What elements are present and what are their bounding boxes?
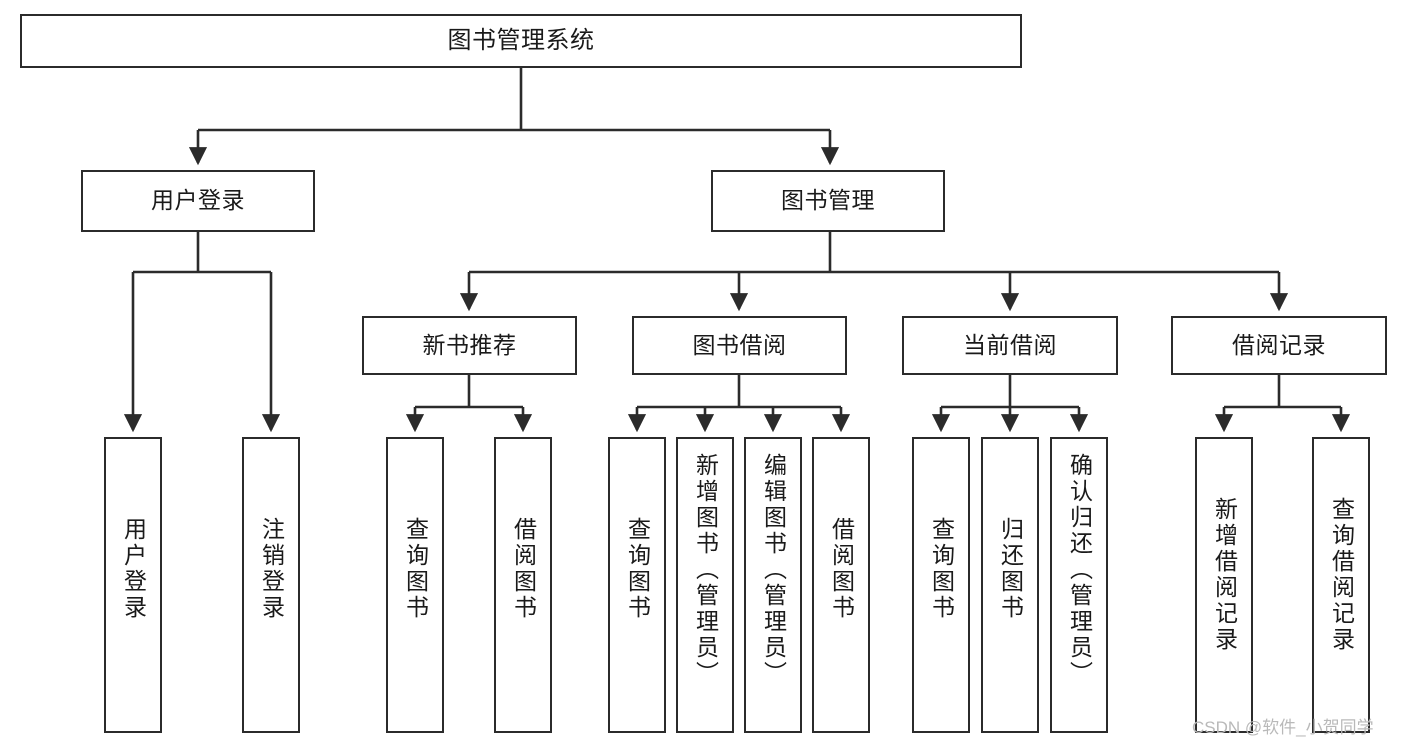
node-book-borrow[interactable]: 图书借阅 <box>632 316 847 375</box>
node-label: 借阅图书 <box>828 517 855 621</box>
node-label: 查询图书 <box>928 517 955 621</box>
node-label: 注销登录 <box>258 517 285 621</box>
node-label: 图书管理系统 <box>447 26 595 54</box>
node-new-book-recommend[interactable]: 新书推荐 <box>362 316 577 375</box>
node-label: 借阅记录 <box>1232 331 1326 358</box>
leaf-query-borrow-record[interactable]: 查询借阅记录 <box>1312 437 1370 733</box>
node-label: 新增借阅记录 <box>1211 497 1238 653</box>
node-label: 编辑图书（管理员） <box>760 453 787 687</box>
node-label: 借阅图书 <box>510 517 537 621</box>
node-label: 归还图书 <box>997 517 1024 621</box>
node-label: 查询借阅记录 <box>1328 497 1355 653</box>
node-root-book-management-system[interactable]: 图书管理系统 <box>20 14 1022 68</box>
leaf-user-login[interactable]: 用户登录 <box>104 437 162 733</box>
leaf-borrow-book-borrow[interactable]: 借阅图书 <box>812 437 870 733</box>
leaf-query-book-current[interactable]: 查询图书 <box>912 437 970 733</box>
node-label: 图书借阅 <box>692 331 787 358</box>
leaf-add-book-admin[interactable]: 新增图书（管理员） <box>676 437 734 733</box>
node-label: 用户登录 <box>120 517 147 621</box>
node-user-login[interactable]: 用户登录 <box>81 170 315 232</box>
leaf-borrow-book-recommend[interactable]: 借阅图书 <box>494 437 552 733</box>
node-label: 新增图书（管理员） <box>692 453 719 687</box>
node-book-management[interactable]: 图书管理 <box>711 170 945 232</box>
csdn-watermark: CSDN @软件_小贺同学 <box>1192 718 1374 737</box>
node-label: 确认归还（管理员） <box>1066 453 1093 687</box>
leaf-confirm-return-admin[interactable]: 确认归还（管理员） <box>1050 437 1108 733</box>
leaf-query-book-recommend[interactable]: 查询图书 <box>386 437 444 733</box>
node-label: 用户登录 <box>151 187 245 214</box>
node-label: 新书推荐 <box>422 331 517 358</box>
leaf-return-book[interactable]: 归还图书 <box>981 437 1039 733</box>
node-label: 查询图书 <box>624 517 651 621</box>
node-label: 查询图书 <box>402 517 429 621</box>
node-current-borrow[interactable]: 当前借阅 <box>902 316 1118 375</box>
node-label: 图书管理 <box>781 187 875 214</box>
leaf-add-borrow-record[interactable]: 新增借阅记录 <box>1195 437 1253 733</box>
leaf-edit-book-admin[interactable]: 编辑图书（管理员） <box>744 437 802 733</box>
node-label: 当前借阅 <box>963 331 1057 358</box>
leaf-query-book-borrow[interactable]: 查询图书 <box>608 437 666 733</box>
node-borrow-record[interactable]: 借阅记录 <box>1171 316 1387 375</box>
leaf-logout-login[interactable]: 注销登录 <box>242 437 300 733</box>
